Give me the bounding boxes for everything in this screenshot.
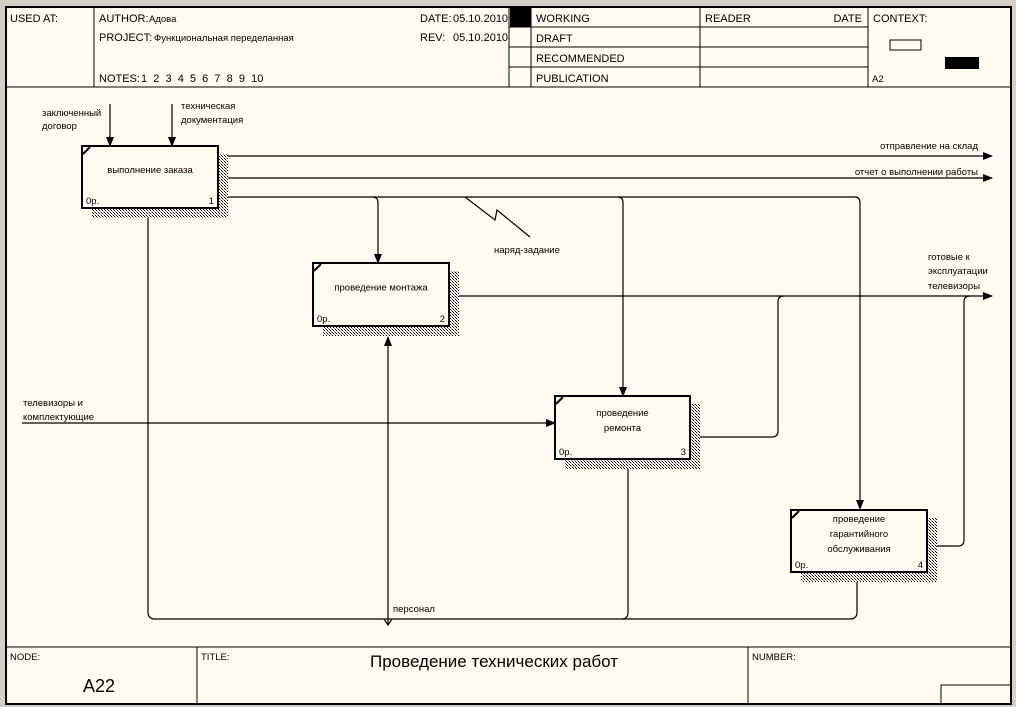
activity-number: 3 — [681, 447, 686, 458]
arrow-work-order-to-2[interactable] — [372, 196, 382, 264]
header-block: USED AT: AUTHOR: Адова PROJECT: Функцион… — [6, 7, 1011, 88]
context-node: A2 — [872, 74, 884, 85]
arrows — [22, 104, 993, 627]
context-label: CONTEXT: — [873, 13, 927, 25]
used-at-label: USED AT: — [10, 13, 58, 25]
rev-label: REV: — [420, 32, 445, 44]
activity-cost: 0р. — [86, 196, 99, 207]
staff-branch-tick — [383, 618, 393, 627]
activity-box-1[interactable]: выполнение заказа 0р. 1 — [81, 145, 228, 218]
activity-name-line: гарантийного — [830, 529, 888, 540]
box-shadow — [690, 404, 700, 469]
notes-label: NOTES: — [99, 73, 140, 85]
label-contract-1: заключенный — [42, 108, 101, 119]
author-value: Адова — [149, 14, 177, 25]
author-label: AUTHOR: — [99, 13, 149, 25]
status-working: WORKING — [536, 13, 590, 25]
box-shadow — [927, 518, 937, 582]
box-corner-mark — [791, 510, 800, 519]
label-tech-docs-2: документация — [181, 115, 243, 126]
context-current-box — [945, 57, 979, 69]
label-staff: персонал — [393, 604, 435, 615]
label-shipping: отправление на склад — [880, 141, 978, 152]
box-corner-mark — [555, 396, 564, 405]
label-tvs-parts-2: комплектующие — [23, 412, 94, 423]
project-label: PROJECT: — [99, 32, 152, 44]
activity-name-line: проведение — [833, 514, 885, 525]
date-label: DATE: — [420, 13, 452, 25]
status-publication: PUBLICATION — [536, 73, 609, 85]
activity-boxes: выполнение заказа 0р. 1 проведение монтажа 0… — [81, 145, 937, 582]
date-value: 05.10.2010 — [453, 13, 508, 25]
status-draft: DRAFT — [536, 33, 573, 45]
activity-box-4[interactable]: проведение гарантийного обслуживания 0р. 4 — [790, 509, 937, 582]
diagram-title: Проведение технических работ — [370, 652, 618, 671]
activity-name-line: выполнение заказа — [107, 165, 193, 176]
label-report: отчет о выполнении работы — [855, 167, 978, 178]
arrow-repair-output[interactable] — [690, 295, 785, 438]
notes-value: 1 2 3 4 5 6 7 8 9 10 — [141, 73, 263, 85]
box-shadow — [565, 459, 700, 469]
activity-cost: 0р. — [559, 447, 572, 458]
activity-number: 4 — [918, 560, 923, 571]
idef0-sheet — [5, 6, 1012, 705]
reader-label: READER — [705, 13, 751, 25]
node-label: NODE: — [10, 652, 40, 663]
activity-name-line: ремонта — [604, 423, 642, 434]
work-order-label-leader — [464, 196, 531, 238]
activity-box-frame[interactable] — [81, 145, 219, 209]
label-ready-tvs-1: готовые к — [928, 252, 971, 263]
box-corner-mark — [313, 263, 322, 272]
label-ready-tvs-3: телевизоры — [928, 281, 980, 292]
activity-number: 1 — [209, 196, 214, 207]
activity-box-3[interactable]: проведение ремонта 0р. 3 — [554, 395, 700, 469]
box-shadow — [449, 271, 459, 336]
reader-date-label: DATE — [833, 13, 862, 25]
status-working-marker — [510, 8, 531, 27]
arrow-staff-to-3[interactable] — [621, 459, 632, 620]
title-label: TITLE: — [201, 652, 230, 663]
arrow-work-order-to-4[interactable] — [218, 196, 864, 510]
activity-box-2[interactable]: проведение монтажа 0р. 2 — [312, 262, 459, 336]
activity-cost: 0р. — [795, 560, 808, 571]
arrow-labels: заключенный договор техническая документ… — [23, 101, 988, 615]
box-shadow — [92, 208, 228, 218]
status-recommended: RECOMMENDED — [536, 53, 625, 65]
label-tvs-parts-1: телевизоры и — [23, 398, 83, 409]
box-corner-mark — [82, 146, 91, 155]
arrow-staff-bus[interactable] — [147, 209, 861, 620]
rev-value: 05.10.2010 — [453, 32, 508, 44]
footer-block: NODE: A22 TITLE: Проведение технических … — [6, 646, 1012, 705]
label-work-order: наряд-задание — [494, 245, 560, 256]
activity-box-frame[interactable] — [790, 509, 928, 573]
number-label: NUMBER: — [752, 652, 796, 663]
activity-name-line: проведение — [596, 408, 648, 419]
activity-cost: 0р. — [317, 314, 330, 325]
activity-box-frame[interactable] — [554, 395, 691, 460]
box-shadow — [218, 154, 228, 218]
label-contract-2: договор — [42, 121, 77, 132]
arrow-warranty-output[interactable] — [927, 295, 971, 547]
activity-name-line: обслуживания — [827, 544, 890, 555]
project-value: Функциональная переделанная — [154, 33, 294, 44]
activity-number: 2 — [440, 314, 445, 325]
box-shadow — [801, 572, 937, 582]
label-ready-tvs-2: эксплуатации — [928, 266, 988, 277]
context-parent-box — [889, 39, 922, 51]
label-tech-docs-1: техническая — [181, 101, 235, 112]
arrow-work-order-to-3[interactable] — [617, 196, 627, 397]
box-shadow — [323, 326, 459, 336]
node-value: A22 — [83, 676, 115, 696]
activity-name-line: проведение монтажа — [334, 283, 428, 294]
activity-box-frame[interactable] — [312, 262, 450, 327]
